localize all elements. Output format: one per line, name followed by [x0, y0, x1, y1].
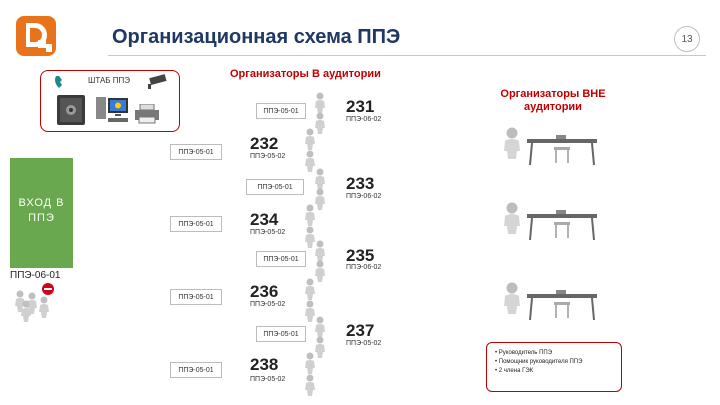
- room-number: 236: [250, 282, 279, 301]
- corridor-box: ППЭ-05-01: [170, 362, 222, 378]
- corridor-box: ППЭ-05-01: [246, 179, 304, 195]
- person-icon: [304, 150, 316, 172]
- person-icon: [314, 316, 326, 338]
- room-code: ППЭ-06-02: [346, 116, 382, 123]
- person-icon: [304, 352, 316, 374]
- room-number: 238: [250, 355, 279, 374]
- person-icon: [314, 260, 326, 282]
- desk-icon: [526, 210, 598, 247]
- legend-box: Руководитель ППЭ Помощник руководителя П…: [486, 342, 622, 392]
- person-icon: [304, 374, 316, 396]
- organizers-outside-label: Организаторы ВНЕ аудитории: [500, 88, 606, 113]
- no-entry-icon: [41, 282, 55, 301]
- person-icon: [304, 226, 316, 248]
- entrance-box: ВХОД В ППЭ: [10, 158, 73, 268]
- organizers-inside-label: Организаторы В аудитории: [230, 68, 381, 80]
- desk-icon: [526, 135, 598, 172]
- room-code: ППЭ-05-02: [250, 229, 286, 236]
- corridor-box: ППЭ-05-01: [256, 251, 306, 267]
- legend-item: 2 члена ГЭК: [495, 367, 615, 376]
- room-code: ППЭ-05-02: [250, 153, 286, 160]
- room-code: ППЭ-05-02: [250, 376, 286, 383]
- desk-icon: [526, 290, 598, 327]
- room-number: 237: [346, 321, 375, 340]
- header-divider: [108, 55, 706, 56]
- room-number: 234: [250, 210, 279, 229]
- room-code: ППЭ-05-02: [250, 301, 286, 308]
- room-code: ППЭ-06-02: [346, 264, 382, 271]
- camera-icon: [146, 74, 170, 95]
- corridor-box: ППЭ-05-01: [170, 144, 222, 160]
- person-icon: [314, 112, 326, 134]
- room-code: ППЭ-05-02: [346, 340, 382, 347]
- organizer-person-icon: [502, 282, 522, 319]
- person-icon: [20, 300, 32, 322]
- corridor-box: ППЭ-05-01: [170, 289, 222, 305]
- printer-icon: [134, 103, 160, 129]
- corridor-box: ППЭ-05-01: [256, 103, 306, 119]
- person-icon: [304, 300, 316, 322]
- legend-item: Помощник руководителя ППЭ: [495, 358, 615, 367]
- person-icon: [304, 128, 316, 150]
- logo-icon: [14, 14, 58, 58]
- person-icon: [314, 336, 326, 358]
- room-number: 232: [250, 134, 279, 153]
- corridor-box: ППЭ-05-01: [170, 216, 222, 232]
- person-icon: [304, 278, 316, 300]
- page-number: 13: [674, 26, 700, 52]
- person-icon: [14, 290, 26, 312]
- room-number: 231: [346, 97, 375, 116]
- person-icon: [38, 296, 50, 318]
- telephone-icon: [52, 74, 72, 95]
- computer-icon: [94, 96, 130, 129]
- person-icon: [314, 92, 326, 114]
- person-icon: [314, 188, 326, 210]
- entrance-name: ППЭ-06-01: [10, 270, 61, 281]
- person-icon: [314, 240, 326, 262]
- safe-icon: [56, 94, 86, 131]
- person-icon: [314, 168, 326, 190]
- corridor-box: ППЭ-05-01: [256, 326, 306, 342]
- person-icon: [304, 204, 316, 226]
- organizer-person-icon: [502, 127, 522, 164]
- page-title: Организационная схема ППЭ: [112, 26, 401, 48]
- room-code: ППЭ-06-02: [346, 193, 382, 200]
- room-number: 233: [346, 174, 375, 193]
- room-number: 235: [346, 246, 375, 265]
- headquarters-label: ШТАБ ППЭ: [88, 76, 131, 85]
- organizer-person-icon: [502, 202, 522, 239]
- legend-item: Руководитель ППЭ: [495, 349, 615, 358]
